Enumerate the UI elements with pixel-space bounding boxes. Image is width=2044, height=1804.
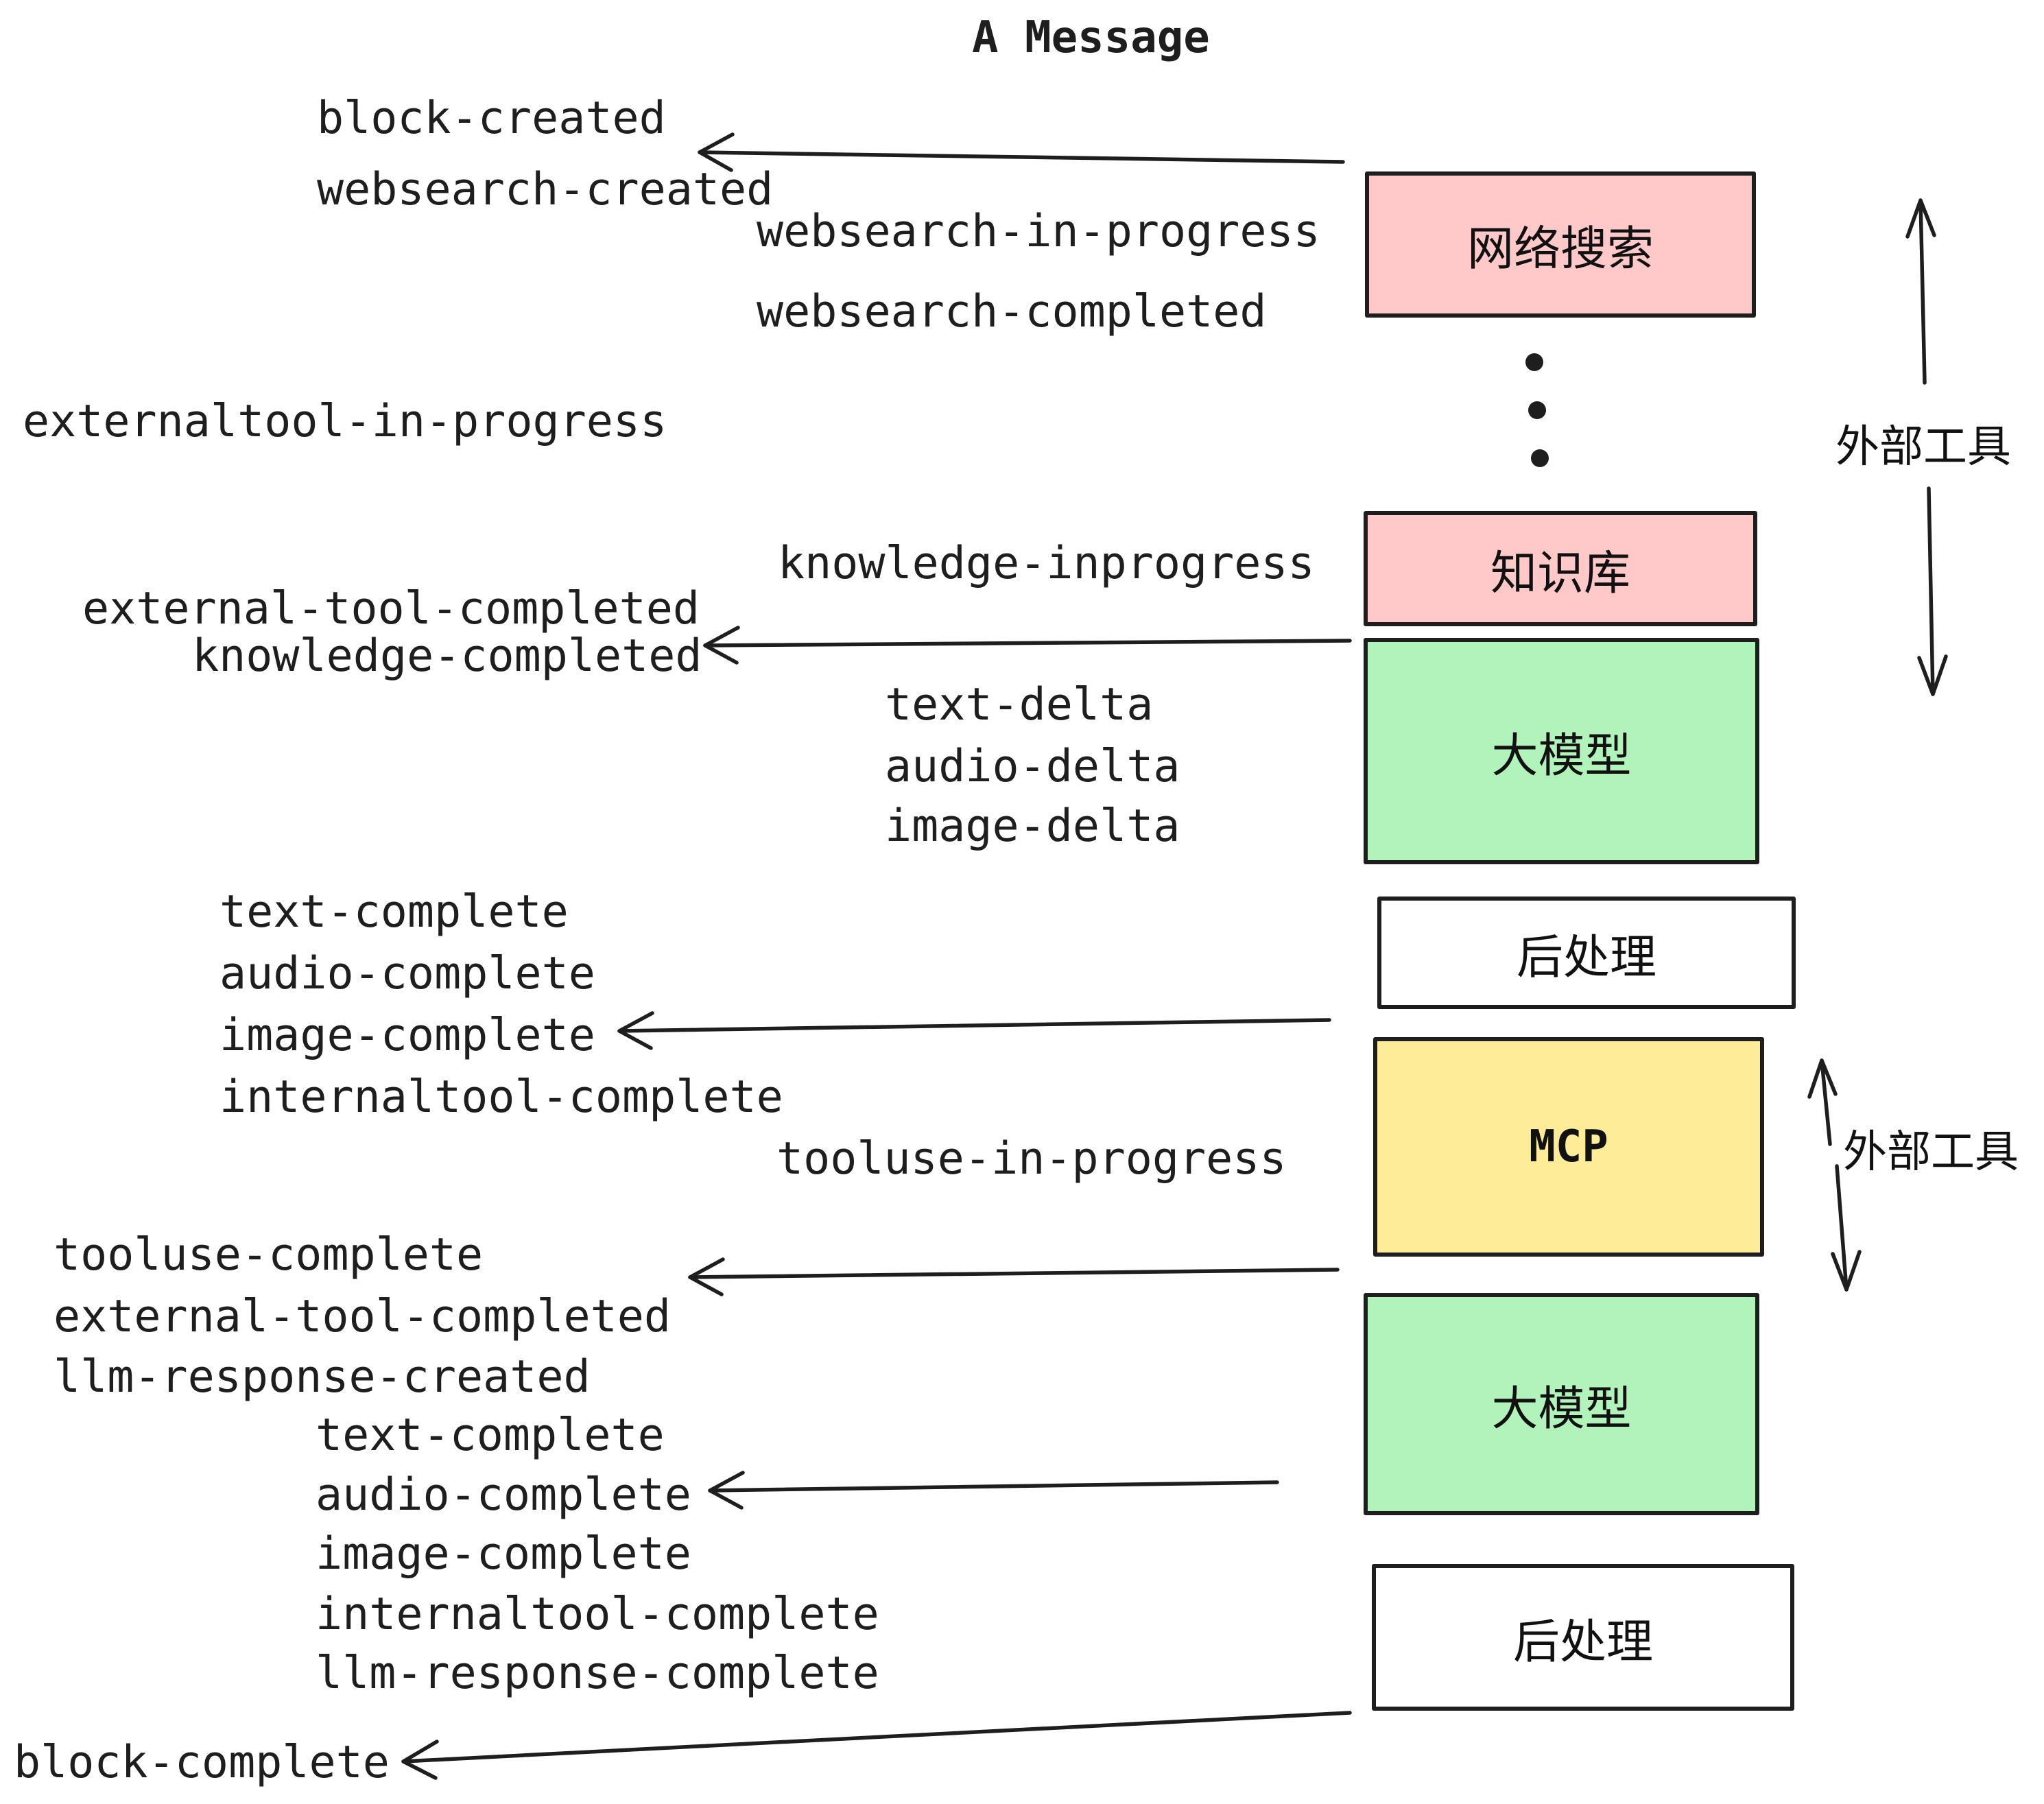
event-label-audio-complete-1: audio-complete: [219, 948, 595, 999]
box-knowledge-base: 知识库: [1364, 511, 1757, 626]
event-label-audio-delta-1: audio-delta: [885, 741, 1180, 792]
event-label-block-complete: block-complete: [14, 1737, 390, 1788]
event-label-image-delta-1: image-delta: [885, 800, 1180, 852]
box-web-search: 网络搜索: [1365, 171, 1756, 318]
arrow-to-websearch-created: [698, 132, 1345, 172]
event-label-internaltool-complete-2: internaltool-complete: [316, 1589, 879, 1640]
event-label-knowledge-completed: knowledge-completed: [192, 630, 702, 682]
event-label-external-tool-completed-1: external-tool-completed: [82, 583, 700, 634]
event-label-tooluse-complete: tooluse-complete: [54, 1229, 484, 1281]
box-post-process-1: 后处理: [1377, 897, 1796, 1009]
external-tools-up-arrow-1: [1905, 198, 1936, 385]
event-label-llm-response-created: llm-response-created: [54, 1351, 591, 1403]
box-web-search-label: 网络搜索: [1466, 223, 1654, 275]
event-label-image-complete-2: image-complete: [316, 1528, 691, 1580]
event-label-text-complete-2: text-complete: [316, 1410, 665, 1461]
event-label-websearch-created: websearch-created: [317, 164, 774, 215]
box-llm-2-label: 大模型: [1491, 1382, 1632, 1435]
arrow-to-tooluse-complete: [688, 1257, 1340, 1296]
event-label-text-complete-1: text-complete: [219, 886, 569, 938]
external-tools-label-2: 外部工具: [1843, 1127, 2019, 1176]
event-label-audio-complete-2: audio-complete: [316, 1469, 691, 1521]
arrow-to-knowledge-completed: [703, 626, 1352, 665]
box-knowledge-base-label: 知识库: [1490, 547, 1630, 600]
box-llm-1: 大模型: [1364, 638, 1759, 864]
arrow-to-image-complete: [617, 1011, 1331, 1050]
external-tools-up-arrow-2: [1807, 1058, 1838, 1146]
event-label-image-complete-1: image-complete: [219, 1010, 595, 1061]
event-label-internaltool-complete-1: internaltool-complete: [219, 1071, 783, 1123]
external-tools-down-arrow-1: [1917, 486, 1948, 696]
box-post-process-2: 后处理: [1372, 1564, 1794, 1711]
diagram-title: A Message: [972, 12, 1210, 63]
arrow-to-audio-complete: [708, 1471, 1279, 1510]
event-label-tooluse-in-progress: tooluse-in-progress: [776, 1133, 1287, 1185]
event-label-block-created: block-created: [317, 93, 666, 144]
external-tools-down-arrow-2: [1831, 1164, 1862, 1292]
box-post-process-2-label: 后处理: [1512, 1615, 1653, 1668]
event-label-websearch-completed: websearch-completed: [757, 286, 1267, 337]
box-llm-1-label: 大模型: [1491, 729, 1632, 782]
box-llm-2: 大模型: [1364, 1293, 1759, 1515]
arrow-to-block-complete: [401, 1711, 1352, 1780]
event-label-websearch-in-progress: websearch-in-progress: [757, 206, 1320, 257]
event-label-knowledge-inprogress: knowledge-inprogress: [778, 538, 1315, 589]
event-label-externaltool-in-progress: externaltool-in-progress: [23, 396, 667, 447]
event-label-text-delta-1: text-delta: [885, 679, 1154, 731]
box-mcp-label: MCP: [1529, 1121, 1608, 1172]
box-post-process-1-label: 后处理: [1516, 931, 1656, 984]
external-tools-label-1: 外部工具: [1835, 422, 2011, 471]
event-label-external-tool-completed-2: external-tool-completed: [54, 1291, 672, 1342]
ellipsis-dots-icon: [1525, 353, 1549, 467]
event-label-llm-response-complete: llm-response-complete: [316, 1648, 879, 1699]
box-mcp: MCP: [1373, 1037, 1764, 1257]
